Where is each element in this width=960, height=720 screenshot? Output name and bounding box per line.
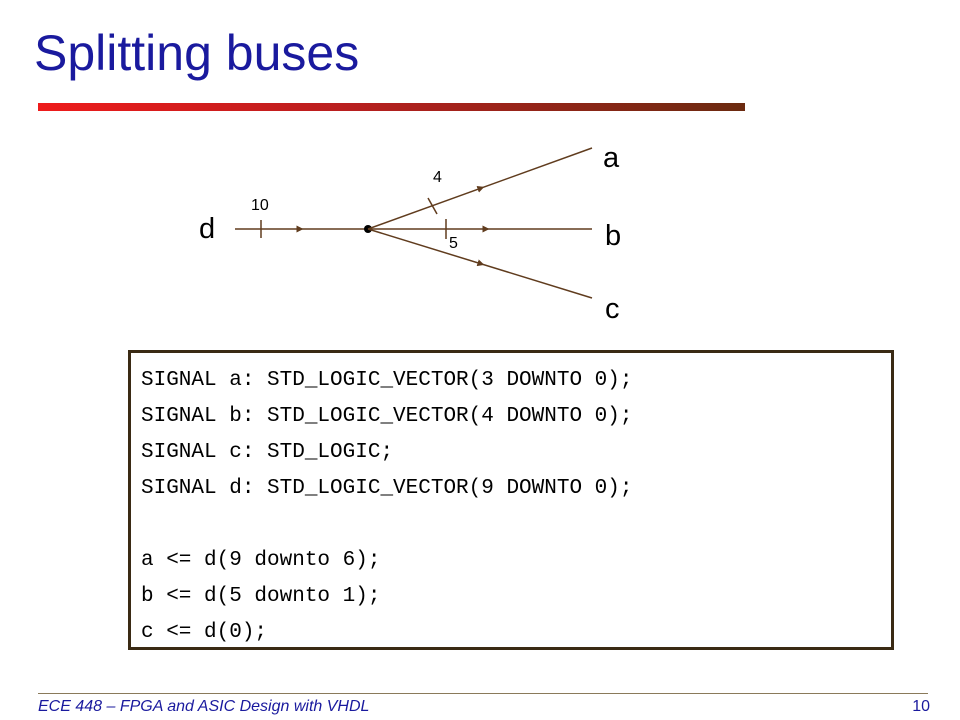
- code-line: SIGNAL c: STD_LOGIC;: [141, 441, 394, 464]
- code-line: SIGNAL b: STD_LOGIC_VECTOR(4 DOWNTO 0);: [141, 405, 633, 428]
- title-underline-bar: [38, 103, 745, 111]
- output-c-arrow-head: [467, 259, 485, 267]
- slide-title: Splitting buses: [34, 25, 360, 81]
- footer-divider: [38, 693, 928, 694]
- output-b-width-label: 5: [449, 235, 458, 252]
- output-a-width-label: 4: [433, 169, 442, 186]
- code-line: SIGNAL d: STD_LOGIC_VECTOR(9 DOWNTO 0);: [141, 477, 633, 500]
- output-label-b: b: [605, 220, 621, 252]
- footer-course-title: ECE 448 – FPGA and ASIC Design with VHDL: [38, 698, 370, 715]
- page-number: 10: [912, 698, 930, 715]
- input-width-label: 10: [251, 197, 269, 214]
- output-a-width-tick: [427, 197, 438, 215]
- bus-split-diagram: d 10 a 4 b 5 c: [199, 142, 621, 325]
- output-label-c: c: [605, 293, 620, 325]
- output-a-arrow-head: [467, 185, 485, 194]
- code-line: SIGNAL a: STD_LOGIC_VECTOR(3 DOWNTO 0);: [141, 369, 633, 392]
- code-line-blank: [141, 507, 891, 543]
- input-label-d: d: [199, 213, 215, 245]
- code-line: a <= d(9 downto 6);: [141, 549, 381, 572]
- code-line: b <= d(5 downto 1);: [141, 585, 381, 608]
- output-label-a: a: [603, 142, 620, 174]
- vhdl-code-box: SIGNAL a: STD_LOGIC_VECTOR(3 DOWNTO 0); …: [128, 350, 894, 650]
- code-line: c <= d(0);: [141, 621, 268, 644]
